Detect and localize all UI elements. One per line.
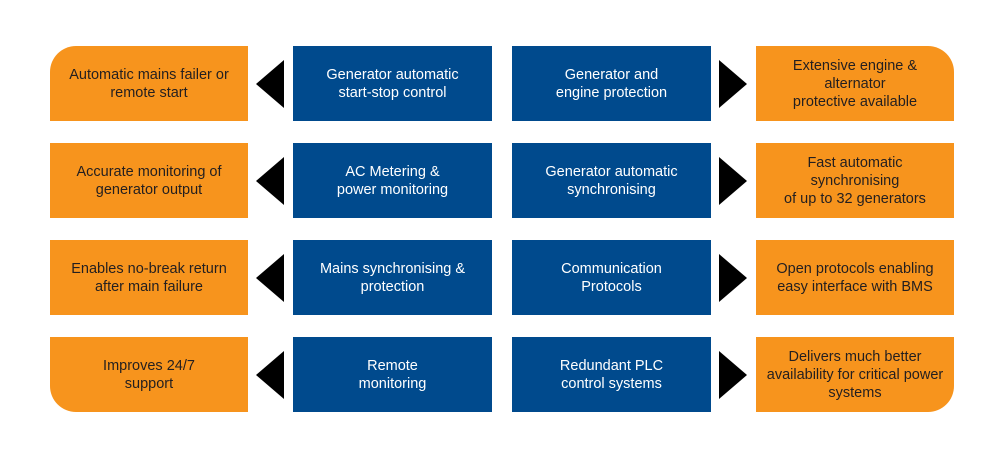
arrow-left-icon — [256, 351, 284, 399]
feature-box-right-3: Communication Protocols — [512, 240, 711, 315]
arrow-left-icon — [256, 254, 284, 302]
feature-text-line: Generator automatic — [545, 163, 678, 180]
benefit-text-line: Extensive engine & alternator — [792, 57, 918, 92]
benefit-text-line: Improves 24/7 — [103, 357, 195, 374]
feature-text-line: Protocols — [581, 278, 642, 295]
feature-text-line: Redundant PLC — [559, 357, 664, 374]
benefit-box-right-2: Fast automatic synchronising of up to 32… — [756, 143, 954, 218]
feature-box-right-4: Redundant PLC control systems — [512, 337, 711, 412]
benefit-text-line: Automatic mains failer or — [69, 66, 229, 83]
feature-text-line: engine protection — [555, 84, 668, 101]
feature-text-line: Communication — [561, 260, 662, 277]
benefit-text-line: Open protocols enabling — [776, 260, 934, 277]
feature-text-line: power monitoring — [336, 181, 449, 198]
feature-box-left-1: Generator automatic start-stop control — [293, 46, 492, 121]
feature-box-left-4: Remote monitoring — [293, 337, 492, 412]
benefit-box-left-2: Accurate monitoring of generator output — [50, 143, 248, 218]
benefit-box-left-3: Enables no-break return after main failu… — [50, 240, 248, 315]
benefit-text-line: generator output — [95, 181, 203, 198]
feature-text-line: monitoring — [358, 375, 427, 392]
benefit-box-right-4: Delivers much better availability for cr… — [756, 337, 954, 412]
feature-box-right-1: Generator and engine protection — [512, 46, 711, 121]
benefit-text-line: systems — [828, 384, 882, 401]
feature-box-right-2: Generator automatic synchronising — [512, 143, 711, 218]
benefit-box-right-3: Open protocols enabling easy interface w… — [756, 240, 954, 315]
feature-text-line: Remote — [367, 357, 418, 374]
feature-text-line: protection — [360, 278, 425, 295]
benefit-text-line: support — [124, 375, 174, 392]
benefit-text-line: Fast automatic synchronising — [807, 154, 903, 189]
feature-text-line: Mains synchronising & — [319, 260, 466, 277]
benefit-text-line: Accurate monitoring of — [76, 163, 222, 180]
arrow-right-icon — [719, 351, 747, 399]
benefit-text-line: of up to 32 generators — [784, 190, 926, 207]
feature-box-left-3: Mains synchronising & protection — [293, 240, 492, 315]
benefit-text-line: remote start — [110, 84, 188, 101]
feature-text-line: Generator automatic — [326, 66, 459, 83]
feature-text-line: synchronising — [567, 181, 656, 198]
feature-text-line: AC Metering & — [345, 163, 440, 180]
benefit-text-line: Delivers much better — [788, 348, 922, 365]
arrow-right-icon — [719, 157, 747, 205]
benefit-text-line: easy interface with BMS — [777, 278, 933, 295]
arrow-left-icon — [256, 157, 284, 205]
benefit-box-left-1: Automatic mains failer or remote start — [50, 46, 248, 121]
benefit-text-line: protective available — [792, 93, 918, 110]
feature-text-line: start-stop control — [338, 84, 447, 101]
feature-box-left-2: AC Metering & power monitoring — [293, 143, 492, 218]
benefit-box-left-4: Improves 24/7 support — [50, 337, 248, 412]
benefit-text-line: after main failure — [94, 278, 203, 295]
arrow-left-icon — [256, 60, 284, 108]
benefit-text-line: availability for critical power — [766, 366, 944, 383]
arrow-right-icon — [719, 60, 747, 108]
arrow-right-icon — [719, 254, 747, 302]
benefit-box-right-1: Extensive engine & alternator protective… — [756, 46, 954, 121]
feature-text-line: Generator and — [564, 66, 659, 83]
benefit-text-line: Enables no-break return — [71, 260, 227, 277]
feature-text-line: control systems — [561, 375, 662, 392]
